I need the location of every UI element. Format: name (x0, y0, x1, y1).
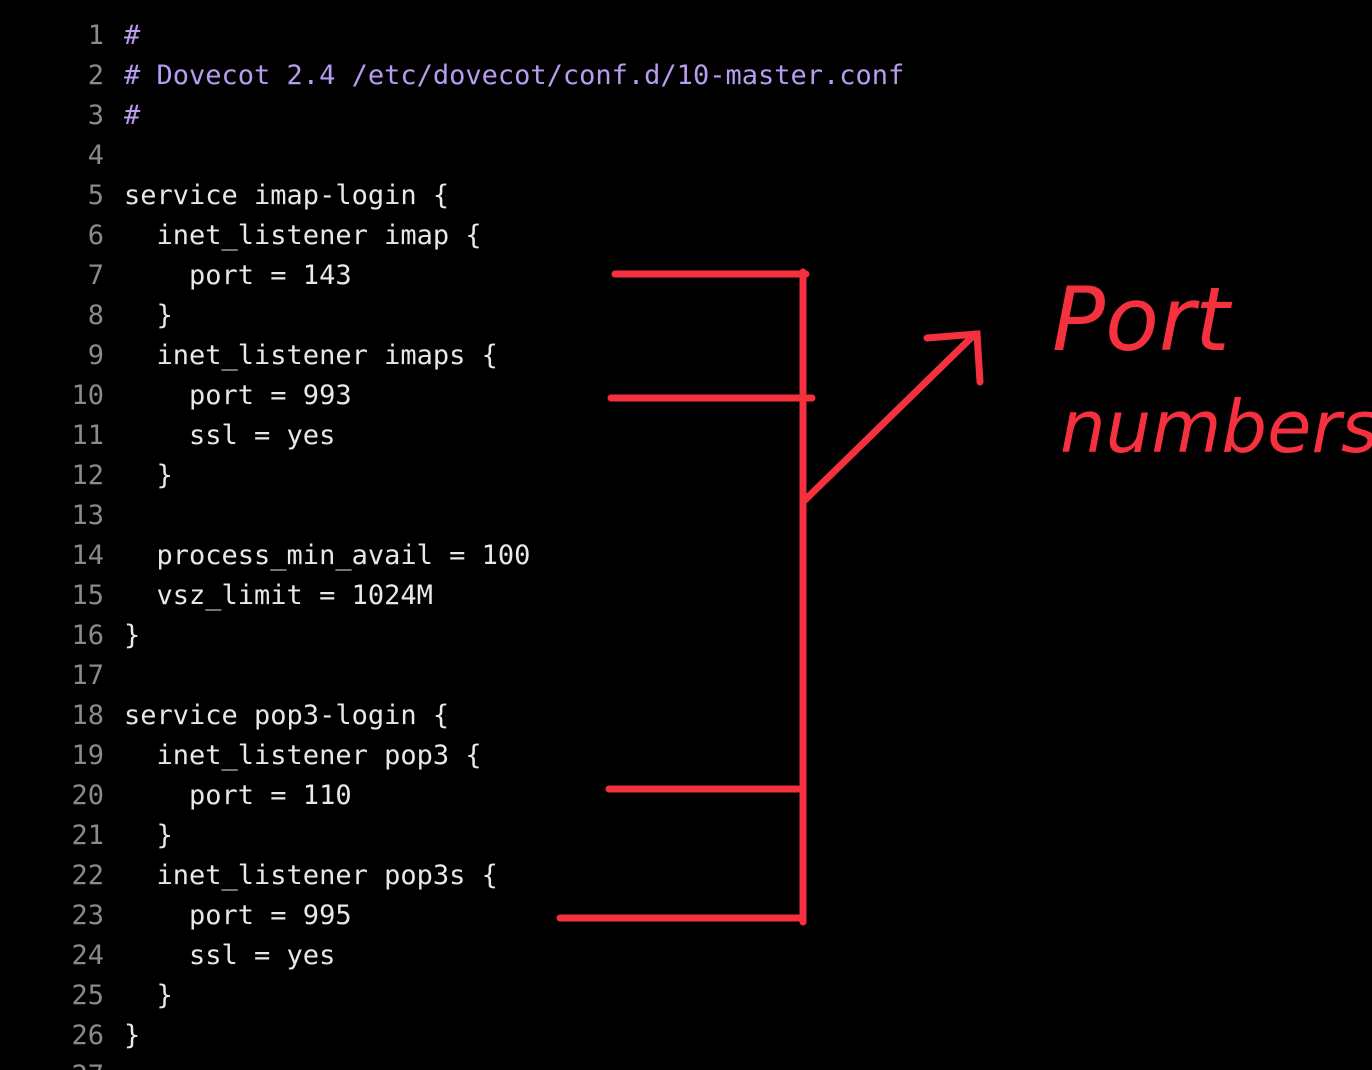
code-text: inet_listener pop3s { (124, 860, 498, 891)
line-number: 6 (87, 220, 104, 251)
line-number: 2 (87, 60, 104, 91)
comment-text: # (124, 20, 141, 51)
annotation-label-numbers: numbers (1060, 385, 1372, 469)
line-number: 26 (71, 1020, 104, 1051)
line-number: 1 (87, 20, 104, 51)
code-text: service imap-login { (124, 180, 450, 211)
line-number: 20 (71, 780, 104, 811)
line-number: 4 (87, 140, 104, 171)
line-number: 24 (71, 940, 104, 971)
code-line[interactable]: 8 } (0, 296, 1100, 336)
code-text: } (124, 1020, 141, 1051)
code-line[interactable]: 12 } (0, 456, 1100, 496)
code-line[interactable]: 22 inet_listener pop3s { (0, 856, 1100, 896)
line-number: 19 (71, 740, 104, 771)
code-text: ssl = yes (124, 420, 336, 451)
code-line[interactable]: 3# (0, 96, 1100, 136)
code-line[interactable]: 15 vsz_limit = 1024M (0, 576, 1100, 616)
line-number: 5 (87, 180, 104, 211)
comment-text: # Dovecot 2.4 /etc/dovecot/conf.d/10-mas… (124, 60, 905, 91)
code-text: port = 110 (124, 780, 352, 811)
code-line[interactable]: 2 # Dovecot 2.4 /etc/dovecot/conf.d/10-ma… (0, 56, 1100, 96)
code-text: ssl = yes (124, 940, 336, 971)
code-line[interactable]: 5 service imap-login { (0, 176, 1100, 216)
code-line[interactable]: 26} (0, 1016, 1100, 1056)
code-text: } (124, 980, 173, 1011)
code-line[interactable]: 11 ssl = yes (0, 416, 1100, 456)
code-line[interactable]: 7 port = 143 (0, 256, 1100, 296)
code-line[interactable]: 19 inet_listener pop3 { (0, 736, 1100, 776)
code-line[interactable]: 10 port = 993 (0, 376, 1100, 416)
code-line[interactable]: 1# (0, 16, 1100, 56)
code-text: port = 993 (124, 380, 352, 411)
code-text: } (124, 620, 141, 651)
code-line[interactable]: 20 port = 110 (0, 776, 1100, 816)
line-number: 12 (71, 460, 104, 491)
code-line[interactable]: 27 (0, 1056, 1100, 1070)
line-number: 25 (71, 980, 104, 1011)
line-number: 27 (40, 1056, 104, 1070)
line-number: 22 (71, 860, 104, 891)
code-text: service pop3-login { (124, 700, 450, 731)
code-text: inet_listener imap { (124, 220, 482, 251)
line-number: 15 (71, 580, 104, 611)
comment-text: # (124, 100, 141, 131)
code-line[interactable]: 14 process_min_avail = 100 (0, 536, 1100, 576)
line-number: 13 (71, 500, 104, 531)
line-number: 9 (87, 340, 104, 371)
line-number: 17 (71, 660, 104, 691)
code-text: } (124, 300, 173, 331)
code-line[interactable]: 24 ssl = yes (0, 936, 1100, 976)
code-text: } (124, 820, 173, 851)
line-number: 23 (71, 900, 104, 931)
line-number: 14 (71, 540, 104, 571)
code-text: inet_listener imaps { (124, 340, 498, 371)
line-number: 3 (87, 100, 104, 131)
code-line[interactable]: 17 (0, 656, 1100, 696)
line-number: 8 (87, 300, 104, 331)
line-number: 18 (71, 700, 104, 731)
code-line[interactable]: 16} (0, 616, 1100, 656)
code-line[interactable]: 21 } (0, 816, 1100, 856)
code-text: process_min_avail = 100 (124, 540, 531, 571)
line-number: 10 (71, 380, 104, 411)
code-text: vsz_limit = 1024M (124, 580, 433, 611)
code-text: port = 143 (124, 260, 352, 291)
code-line[interactable]: 9 inet_listener imaps { (0, 336, 1100, 376)
code-text: } (124, 460, 173, 491)
code-line[interactable]: 4 (0, 136, 1100, 176)
code-line[interactable]: 13 (0, 496, 1100, 536)
line-number: 21 (71, 820, 104, 851)
line-number: 7 (87, 260, 104, 291)
code-text: port = 995 (124, 900, 352, 931)
code-line[interactable]: 18 service pop3-login { (0, 696, 1100, 736)
code-text: inet_listener pop3 { (124, 740, 482, 771)
code-line[interactable]: 23 port = 995 (0, 896, 1100, 936)
line-number: 16 (71, 620, 104, 651)
code-line[interactable]: 25 } (0, 976, 1100, 1016)
line-number: 11 (71, 420, 104, 451)
code-line[interactable]: 6 inet_listener imap { (0, 216, 1100, 256)
